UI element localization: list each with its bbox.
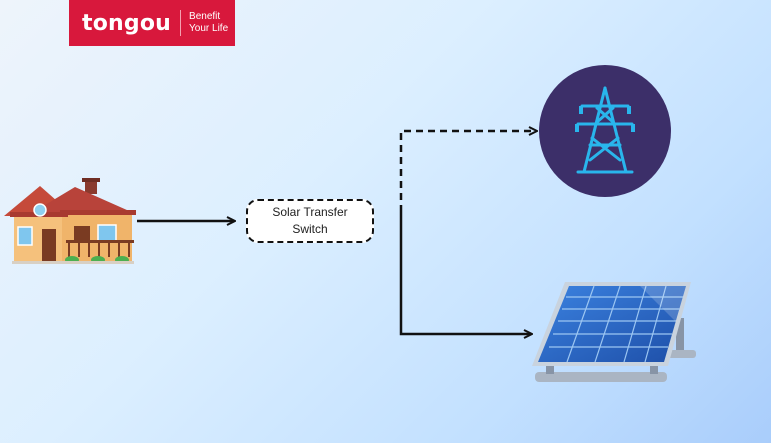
logo-divider <box>180 10 182 36</box>
switch-to-solar-arrow <box>399 212 531 334</box>
solar-panel-icon <box>532 282 696 382</box>
power-tower-icon <box>539 65 671 197</box>
switch-label-line-2: Switch <box>292 222 328 236</box>
tagline-line-1: Benefit <box>189 11 221 22</box>
solar-transfer-switch-box: Solar Transfer Switch <box>246 199 374 243</box>
switch-label-line-1: Solar Transfer <box>272 205 348 219</box>
switch-to-grid-dashed-arrow <box>399 131 536 212</box>
tagline-line-2: Your Life <box>189 23 229 34</box>
brand-name: tongou <box>82 10 172 36</box>
brand-logo: tongou Benefit Your Life <box>69 0 235 46</box>
house-icon <box>4 178 136 264</box>
brand-tagline: Benefit Your Life <box>189 11 228 35</box>
